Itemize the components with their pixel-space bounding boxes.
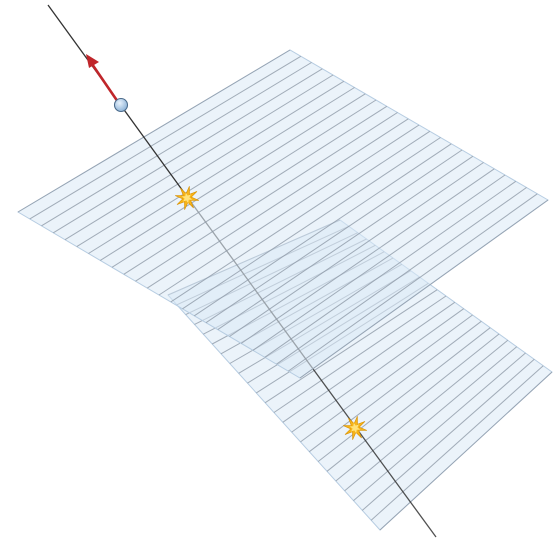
detector-strip (241, 168, 495, 344)
detector-strip (135, 112, 398, 282)
detector-strip (205, 149, 463, 324)
detector-strip (300, 314, 473, 443)
detector-strip (317, 327, 491, 462)
detector-strip (264, 289, 438, 404)
detector-strip (123, 105, 388, 275)
direction-arrow-icon (86, 54, 120, 104)
detector-strip (88, 87, 355, 254)
detector-strip (64, 74, 334, 241)
detector-strip (326, 333, 500, 472)
detector-strip (194, 143, 452, 317)
detector-strip (252, 174, 506, 351)
detector-strip (379, 371, 553, 531)
detector-strip (291, 308, 464, 433)
hit-star-icon (175, 186, 199, 210)
hit-star-core (181, 192, 193, 204)
detector-strip (264, 180, 517, 358)
detector-strip (299, 199, 549, 379)
detector-strip (147, 118, 409, 289)
detector-strip (353, 352, 526, 501)
detector-strip (53, 68, 323, 234)
detector-strip (335, 339, 509, 482)
detector-strip (111, 99, 377, 268)
detector-strip (344, 346, 518, 492)
detector-strip (217, 155, 474, 331)
detector-strip (182, 137, 441, 310)
detector-strip (276, 187, 527, 365)
upper-detector-plane (17, 49, 549, 379)
detector-strip (100, 93, 366, 261)
detector-strip (17, 49, 291, 213)
detector-strip (29, 55, 302, 220)
detector-strip (370, 365, 544, 521)
hit-star-icon (343, 416, 367, 440)
particle-ball-icon (113, 97, 129, 113)
detector-strip (170, 130, 431, 303)
detector-strip (308, 320, 482, 453)
detector-strip (288, 193, 538, 372)
detector-strip (229, 162, 484, 337)
detector-strip (41, 62, 312, 227)
detector-strip (273, 295, 447, 413)
detector-strip (158, 124, 420, 296)
detector-strip (76, 80, 345, 248)
detector-strip (361, 358, 535, 511)
hit-star-core (349, 422, 361, 434)
detector-strip (282, 301, 456, 423)
upper-plane-strips (17, 49, 549, 379)
